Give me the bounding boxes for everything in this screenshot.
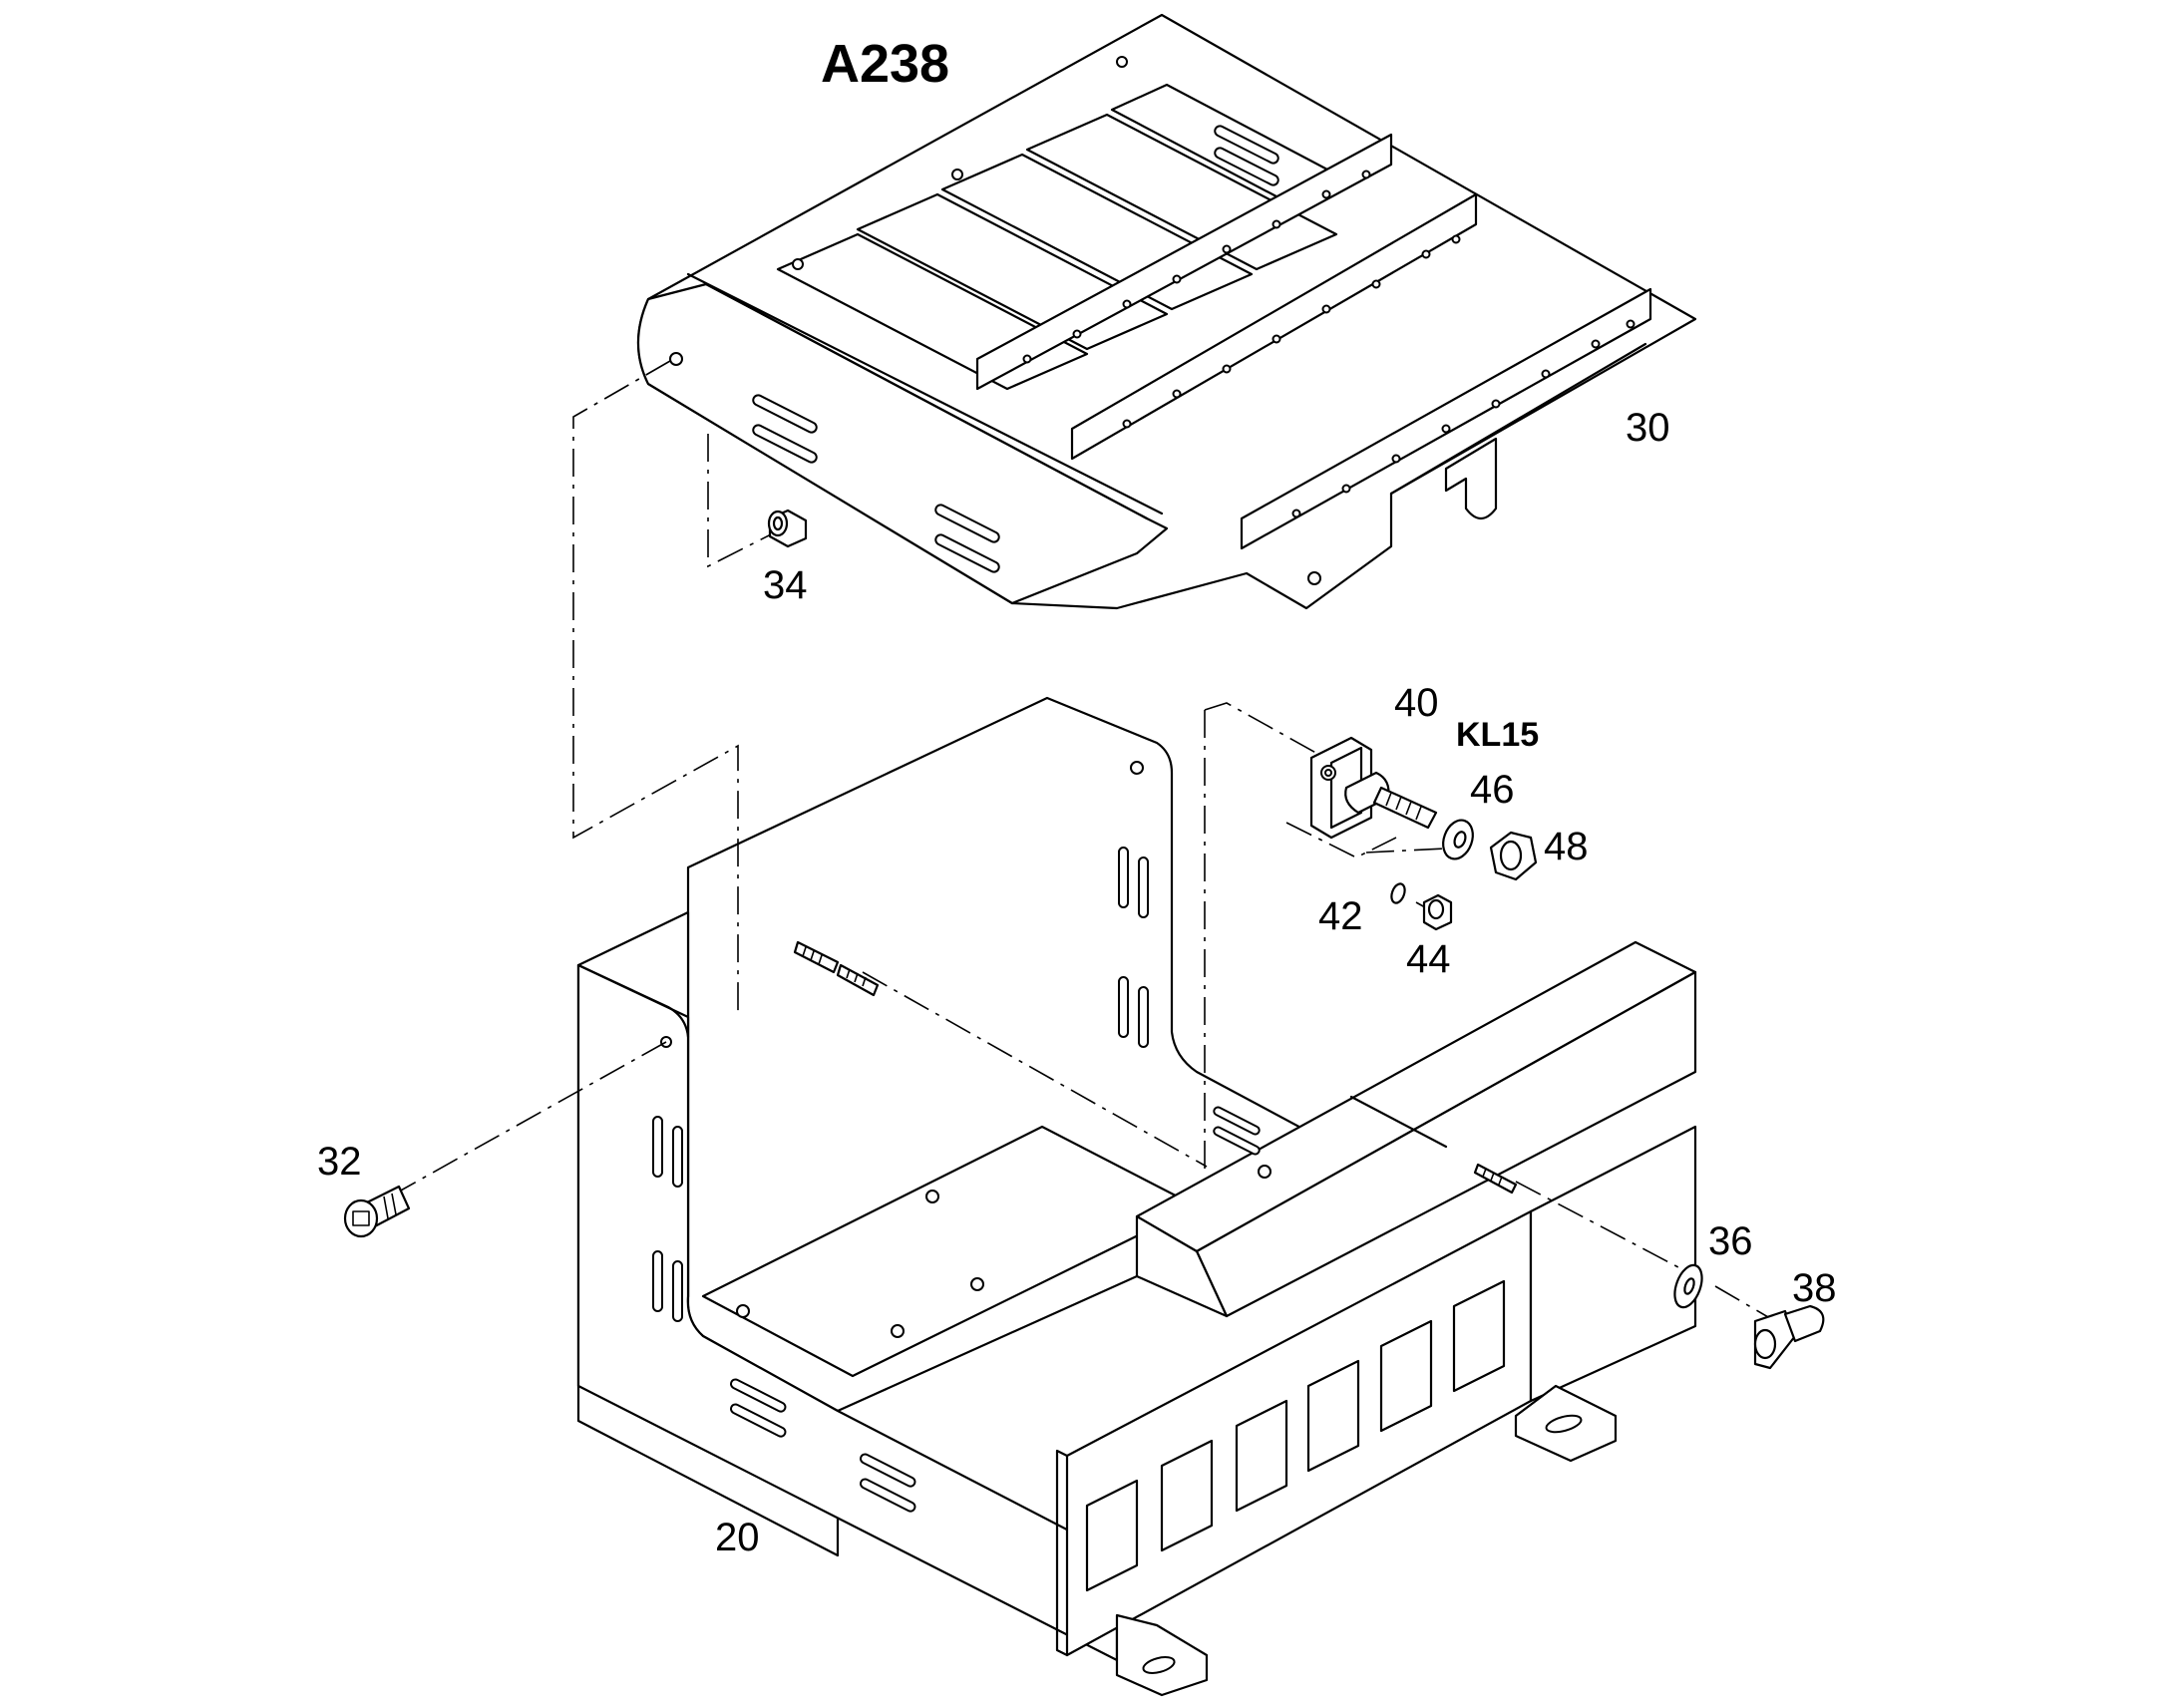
nut-part-34 [767, 509, 808, 548]
diagram-title: A238 [821, 34, 949, 94]
box-windows [1085, 1279, 1506, 1592]
washer-part-46 [1442, 819, 1474, 860]
wing-nut-part-38 [1753, 1304, 1825, 1370]
washer-part-36 [1673, 1263, 1703, 1309]
label-part-48: 48 [1544, 825, 1589, 868]
washer-part-42 [1390, 882, 1406, 904]
label-part-44: 44 [1406, 937, 1451, 981]
label-part-38: 38 [1792, 1266, 1837, 1310]
nut-part-48 [1489, 831, 1538, 881]
beam-stud [1473, 1163, 1518, 1195]
label-terminal: KL15 [1456, 716, 1539, 754]
label-part-40: 40 [1394, 681, 1439, 725]
label-part-34: 34 [763, 563, 808, 607]
top-tray-part-30 [636, 13, 1697, 610]
label-part-20: 20 [715, 1516, 760, 1559]
label-part-46: 46 [1470, 768, 1515, 812]
rail-holes [1022, 170, 1635, 518]
lower-box-part-20 [576, 696, 1697, 1697]
label-part-42: 42 [1318, 894, 1363, 938]
label-part-36: 36 [1708, 1219, 1753, 1263]
assembly-lines [398, 360, 1776, 1322]
terminal-part-40 [1309, 736, 1438, 840]
threaded-studs [793, 940, 880, 997]
nut-part-44 [1422, 893, 1453, 931]
bolt-part-32 [343, 1185, 411, 1238]
label-part-30: 30 [1626, 406, 1670, 450]
label-part-32: 32 [317, 1140, 362, 1184]
